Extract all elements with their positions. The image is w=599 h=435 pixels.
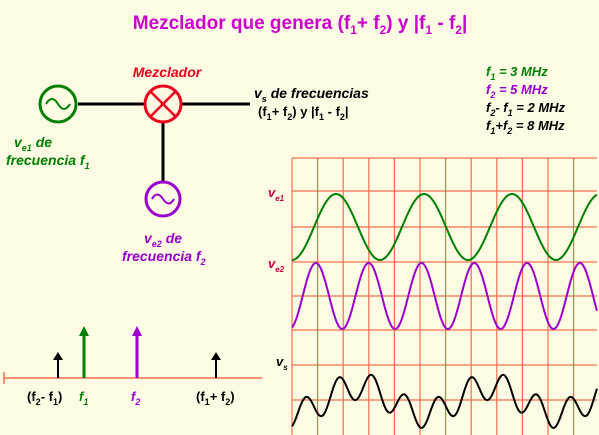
spectrum-label-f2: f2 (131, 389, 140, 407)
spectrum-line-f1 (79, 326, 89, 378)
waveform-grid (291, 157, 597, 435)
spectrum-line-f2 (132, 326, 142, 378)
svg-text:f2 = 5 MHz: f2 = 5 MHz (486, 82, 548, 100)
oscillator-1-icon (38, 84, 78, 124)
spectrum-line-diff (53, 352, 63, 378)
svg-text:ve2 de: ve2 de (144, 230, 182, 249)
mixer-label: Mezclador (133, 64, 203, 80)
wave-ve1 (291, 192, 598, 262)
svg-text:vs de frecuencias: vs de frecuencias (254, 85, 369, 104)
output-label: vs de frecuencias (f1+ f2) y |f1 - f2| (254, 85, 369, 122)
spectrum-label-sum: (f1+ f2) (196, 389, 235, 407)
signal-wires (78, 102, 250, 181)
svg-text:(f1+ f2) y |f1 - f2|: (f1+ f2) y |f1 - f2| (258, 104, 349, 122)
input-2-label: ve2 de frecuencia f2 (122, 230, 206, 267)
wave-label-ve1: ve1 (268, 185, 285, 203)
wave-label-ve2: ve2 (268, 256, 285, 274)
spectrum-line-sum (211, 352, 221, 378)
spectrum-label-f1: f1 (79, 389, 88, 407)
mixer-icon (143, 84, 183, 124)
frequency-facts: f1 = 3 MHz f2 = 5 MHz f2- f1 = 2 MHz f1+… (486, 64, 566, 136)
svg-text:f1+f2 = 8 MHz: f1+f2 = 8 MHz (486, 118, 565, 136)
oscillator-2-icon (144, 180, 182, 218)
svg-text:f2- f1 = 2 MHz: f2- f1 = 2 MHz (486, 100, 566, 118)
wave-vs (291, 373, 598, 429)
svg-text:frecuencia f1: frecuencia f1 (6, 152, 90, 171)
input-1-label: ve1 de frecuencia f1 (6, 134, 90, 171)
svg-text:frecuencia f2: frecuencia f2 (122, 248, 206, 267)
wave-ve2 (291, 261, 598, 331)
svg-text:f1 = 3 MHz: f1 = 3 MHz (486, 64, 548, 82)
spectrum-axis (3, 372, 262, 384)
page-title: Mezclador que genera (f1+ f2) y |f1 - f2… (133, 13, 468, 37)
spectrum-label-diff: (f2- f1) (27, 389, 62, 407)
wave-label-vs: vs (276, 354, 288, 372)
svg-text:ve1 de: ve1 de (14, 134, 52, 153)
